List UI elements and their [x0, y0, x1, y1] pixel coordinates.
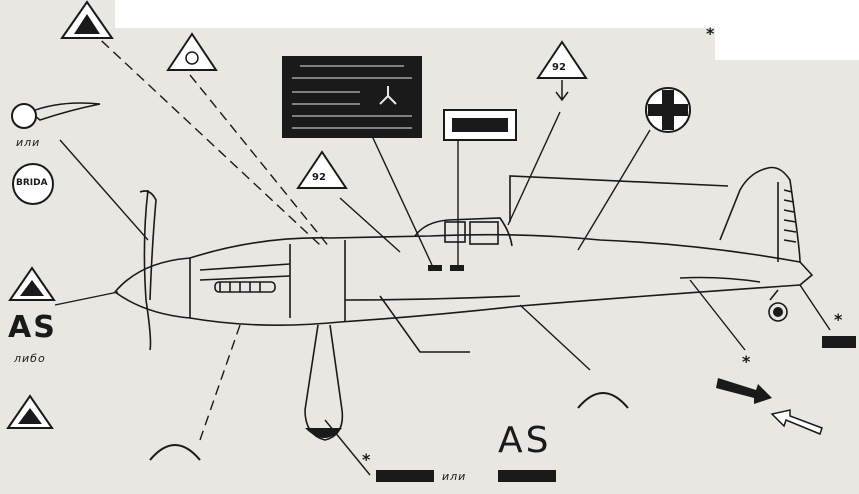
side-plate: [822, 336, 856, 348]
cowling-panel-lines: [289, 240, 346, 322]
triangle-fill: [18, 408, 42, 424]
data-plate-small: [443, 109, 517, 141]
arc-right: [577, 392, 629, 409]
triangle-insignia-2: [166, 32, 218, 71]
canopy-panel-2: [469, 221, 499, 245]
triangle-emblem: [185, 51, 199, 65]
leader-12: [324, 419, 371, 476]
tail-wheel: [768, 302, 788, 322]
arrow-down-icon: [555, 80, 569, 102]
triangle-insignia-92-top: [536, 40, 588, 102]
bottom-plate-left: [376, 470, 434, 482]
stencil-mark-1: [428, 265, 442, 271]
star-marker-4: *: [362, 450, 371, 469]
star-marker-1: *: [706, 24, 715, 43]
propeller-symbol-icon: [379, 86, 397, 105]
exhaust-ribs: [219, 282, 261, 292]
leader-3: [59, 139, 149, 241]
plate-text-lines: [292, 65, 412, 129]
label-libo: либо: [14, 352, 46, 365]
emblem-circle-icon: [11, 103, 37, 129]
tail-wheel-strut: [769, 289, 779, 301]
leader-14: [799, 284, 831, 331]
propeller-blade: [143, 189, 152, 351]
tail-cone: [799, 261, 814, 286]
cross-icon: [648, 90, 688, 130]
triangle-fill: [20, 280, 44, 296]
brida-roundel: [12, 163, 54, 205]
arrow-icon-small: [770, 409, 823, 435]
leader-11: [519, 304, 591, 371]
leader-9: [507, 111, 561, 226]
main-gear-fairing: [304, 324, 344, 441]
triangle-outline: [296, 150, 348, 189]
triangle-insignia-left-1: [8, 266, 56, 301]
label-triangle-92-top: 92: [552, 62, 566, 73]
leader-4: [54, 291, 119, 306]
exhaust-stack: [214, 281, 276, 293]
tail-wheel-hub: [773, 307, 783, 317]
wing-root: [344, 295, 521, 301]
label-ili-bottom: или: [442, 470, 467, 483]
arc-left: [149, 444, 201, 461]
triangle-outline: [536, 40, 588, 79]
fuselage-bottom: [189, 284, 801, 326]
stencil-mark-2: [450, 265, 464, 271]
rudder-ribs: [783, 189, 797, 243]
leader-lines: [54, 29, 831, 476]
leader-13: [689, 279, 746, 351]
triangle-insignia-left-2: [6, 394, 54, 429]
star-marker-2: *: [742, 352, 751, 371]
aircraft-outline: [113, 166, 814, 441]
fuselage-top: [189, 233, 801, 263]
leader-6: [339, 197, 401, 253]
triangle-insignia-top-left: [60, 0, 114, 39]
triangle-insignia-92-mid: [296, 150, 348, 189]
label-triangle-92-mid: 92: [312, 172, 326, 183]
leader-5: [199, 324, 241, 441]
wing-underside: [379, 295, 470, 353]
cross-roundel: [645, 87, 691, 133]
leader-10: [577, 129, 651, 251]
cowling-stripes: [199, 263, 291, 281]
data-plate-large: [282, 56, 422, 138]
propeller-blade-edge: [139, 190, 157, 301]
canopy-panel-1: [444, 221, 466, 243]
winged-emblem: [11, 102, 101, 129]
plate-fill: [452, 118, 508, 132]
leader-2: [189, 74, 331, 249]
leader-1: [89, 29, 321, 246]
white-patch-top: [115, 0, 715, 28]
label-brida: BRIDA: [16, 178, 48, 188]
arrow-icon-large: [716, 378, 772, 404]
antenna-wire: [509, 175, 729, 222]
triangle-fill: [74, 14, 100, 34]
bottom-plate-right: [498, 470, 556, 482]
white-patch-right: [715, 0, 859, 60]
canopy: [414, 217, 513, 247]
star-marker-3: *: [834, 310, 843, 329]
wing-icon: [28, 102, 101, 121]
fuselage-stripe: [679, 276, 761, 283]
tail-fin: [719, 166, 801, 263]
label-as-left: AS: [8, 310, 57, 345]
label-ili-left: или: [16, 136, 41, 149]
spinner: [113, 257, 191, 319]
plate-body: [282, 56, 422, 138]
label-as-bottom: AS: [498, 420, 552, 461]
